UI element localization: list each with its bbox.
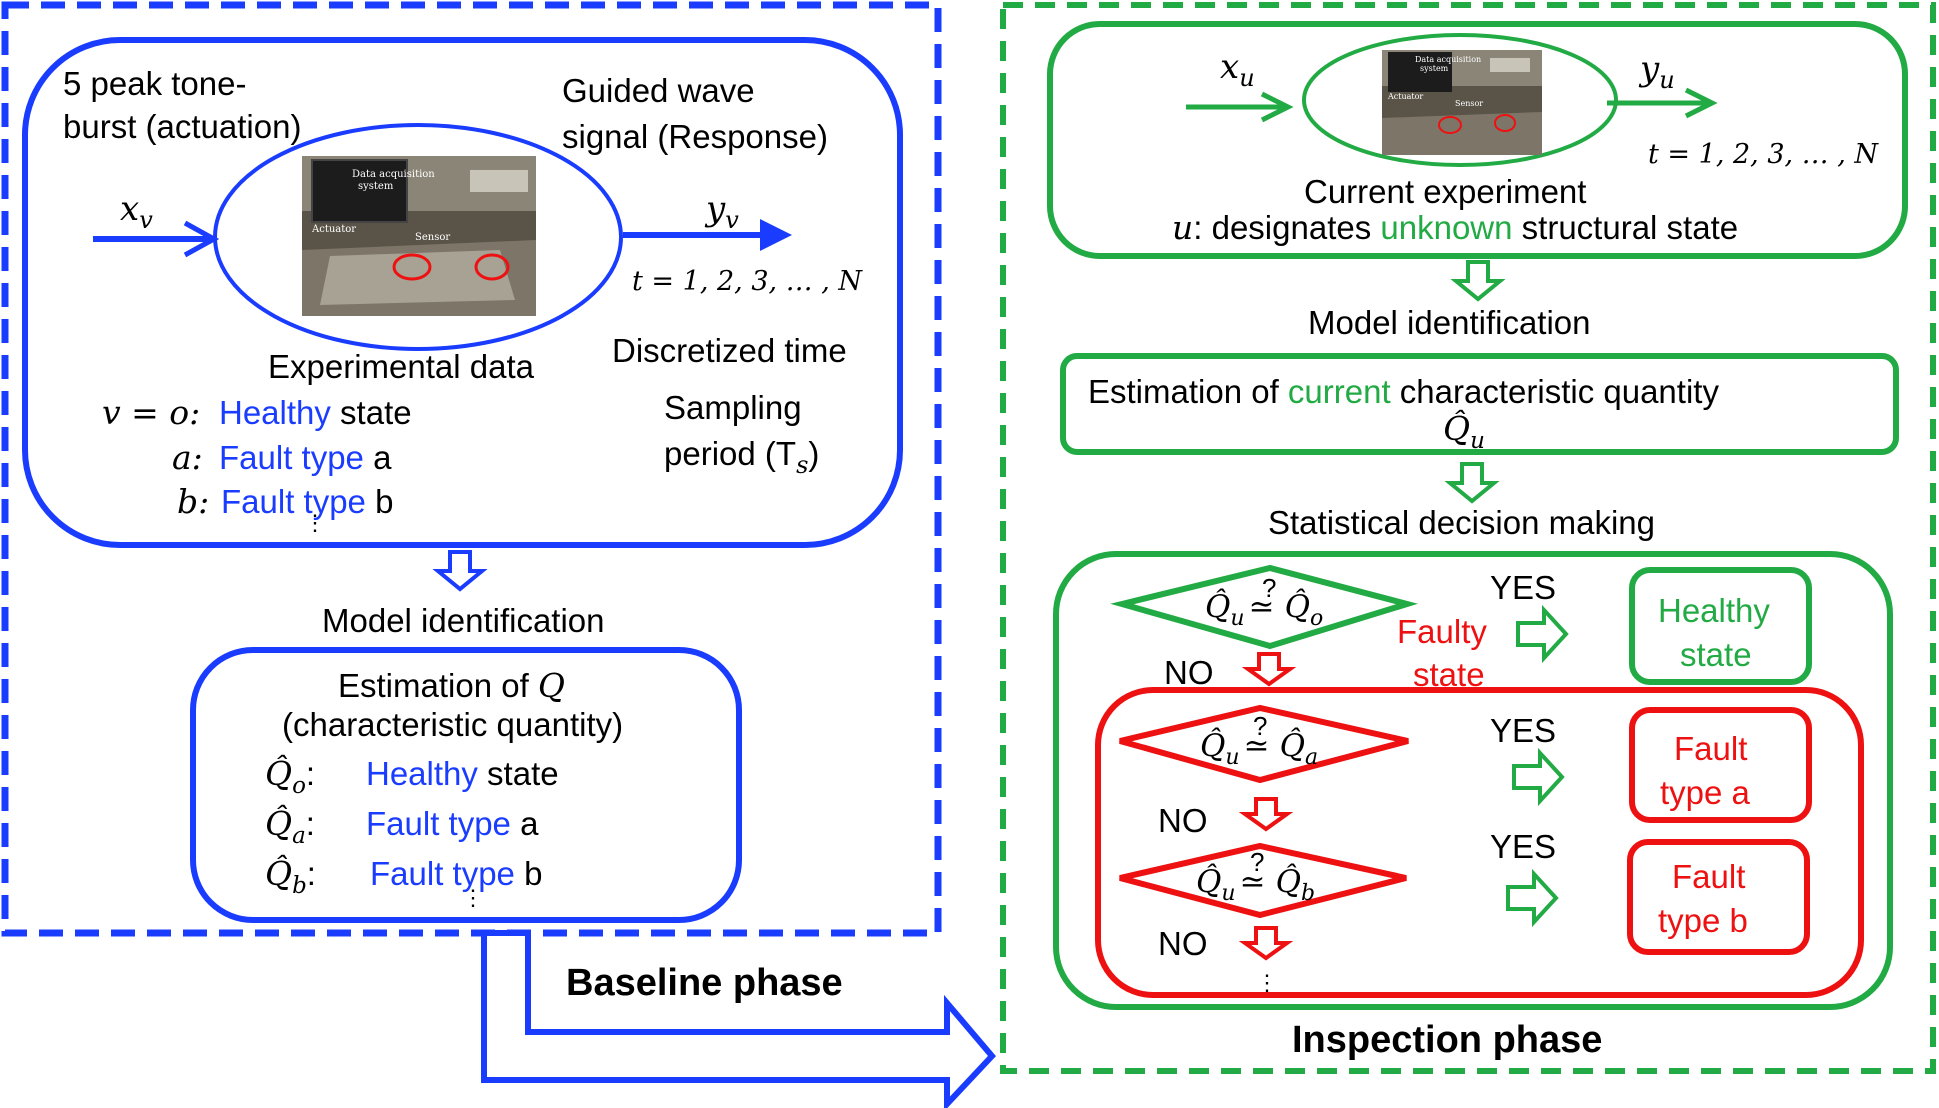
diamond3-expression: Q̂u≃Q̂b xyxy=(1196,862,1315,906)
no-arrow-1 xyxy=(1241,652,1297,687)
baseline-output-var: yv xyxy=(704,189,739,234)
phase-transition-arrow xyxy=(481,930,997,1108)
faulty-state-box xyxy=(1095,687,1864,998)
state-row: b:Fault type b xyxy=(177,482,393,521)
response-label-line2: signal (Response) xyxy=(562,118,828,155)
fault-b-output-line1: Fault xyxy=(1672,858,1745,895)
estimate-row: Q̂a:Fault type a xyxy=(265,803,539,849)
inspection-model-id-label: Model identification xyxy=(1308,304,1591,341)
fault-type-b-output-box xyxy=(1627,839,1810,955)
inspection-time-index: t = 1, 2, 3, … , N xyxy=(1648,139,1879,170)
svg-text:Actuator: Actuator xyxy=(311,224,356,235)
discretized-time-label: Discretized time xyxy=(612,332,847,369)
fault-a-output-line1: Fault xyxy=(1674,730,1747,767)
inspection-input-arrowhead xyxy=(1260,91,1294,123)
diamond1-expression: Q̂u≃Q̂o xyxy=(1205,587,1323,631)
decision-making-label: Statistical decision making xyxy=(1268,504,1655,541)
actuation-label-line2: burst (actuation) xyxy=(63,108,301,145)
response-label-line1: Guided wave xyxy=(562,72,755,109)
inspection-system-ellipse xyxy=(1302,33,1618,167)
experimental-data-label: Experimental data xyxy=(268,348,535,385)
baseline-experiment-photo: Data acquisition system Actuator Sensor xyxy=(302,156,536,316)
inspection-phase-label: Inspection phase xyxy=(1292,1019,1602,1061)
inspection-output-arrowhead xyxy=(1684,87,1718,119)
baseline-estimate-list: Q̂o:Healthy state Q̂a:Fault type a Q̂b:F… xyxy=(265,753,559,910)
baseline-experiment-box xyxy=(22,37,903,548)
healthy-comparison-diamond xyxy=(1110,564,1418,650)
baseline-state-list: v = o:Healthy state a:Fault type a b:Fau… xyxy=(102,393,412,535)
inspection-experiment-photo: Data acquisition system Actuator Sensor xyxy=(1382,50,1542,155)
inspection-input-var: xu xyxy=(1220,47,1255,92)
sampling-label-line2: period (Ts) xyxy=(664,435,819,479)
no-arrow-3 xyxy=(1238,926,1294,961)
inspection-phase-frame xyxy=(1000,2,1936,1074)
state-row: v = o:Healthy state xyxy=(102,393,412,432)
decision-ellipsis: ⋮ xyxy=(1256,970,1278,995)
svg-text:system: system xyxy=(1420,64,1449,73)
inspection-estimation-label: Estimation of current characteristic qua… xyxy=(1088,373,1719,410)
fault-a-output-line2: type a xyxy=(1660,774,1751,811)
baseline-input-var: xv xyxy=(120,189,153,234)
svg-text:Sensor: Sensor xyxy=(1455,99,1483,108)
diamond3-question-mark: ? xyxy=(1250,847,1264,877)
baseline-system-ellipse xyxy=(213,123,623,351)
inspection-estimation-box xyxy=(1060,353,1899,455)
no-arrow-2 xyxy=(1238,797,1294,832)
baseline-output-arrowhead xyxy=(760,219,792,251)
sampling-label-line1: Sampling xyxy=(664,389,802,426)
healthy-output-line1: Healthy xyxy=(1658,592,1770,629)
healthy-state-output-box xyxy=(1629,567,1812,685)
svg-text:Actuator: Actuator xyxy=(1387,92,1423,101)
inspection-down-arrow-1 xyxy=(1450,260,1506,302)
no-label-3: NO xyxy=(1158,925,1208,962)
faulty-state-label-line2: state xyxy=(1413,656,1485,693)
faulty-state-label-line1: Faulty xyxy=(1397,613,1487,650)
baseline-model-id-label: Model identification xyxy=(322,602,605,639)
no-label-1: NO xyxy=(1164,654,1214,691)
state-list-ellipsis: ⋮ xyxy=(304,510,326,535)
baseline-phase-frame xyxy=(1,1,942,937)
current-experiment-label: Current experiment xyxy=(1304,173,1586,210)
svg-text:Data acquisition: Data acquisition xyxy=(1415,55,1481,64)
unknown-state-label: u: designates unknown structural state xyxy=(1172,208,1738,247)
estimate-list-ellipsis: ⋮ xyxy=(462,885,484,910)
fault-b-comparison-diamond xyxy=(1119,842,1407,919)
fault-type-a-output-box xyxy=(1629,707,1812,823)
yes-label-1: YES xyxy=(1490,569,1556,606)
fault-a-comparison-diamond xyxy=(1119,704,1409,784)
svg-text:Data acquisition: Data acquisition xyxy=(352,169,435,180)
yes-label-3: YES xyxy=(1490,828,1556,865)
decision-box xyxy=(1053,551,1893,1010)
baseline-down-arrow xyxy=(432,550,488,592)
diamond2-question-mark: ? xyxy=(1253,711,1267,741)
svg-text:Sensor: Sensor xyxy=(415,232,450,243)
baseline-estimation-title: Estimation of Q xyxy=(338,666,565,705)
yes-arrow-2 xyxy=(1512,747,1565,807)
inspection-output-var: yu xyxy=(1638,49,1675,94)
inspection-experiment-box xyxy=(1047,21,1908,259)
baseline-estimation-box xyxy=(190,647,742,923)
state-row: a:Fault type a xyxy=(172,438,392,477)
fault-b-output-line2: type b xyxy=(1658,902,1748,939)
no-label-2: NO xyxy=(1158,802,1208,839)
actuation-label-line1: 5 peak tone- xyxy=(63,65,246,102)
inspection-down-arrow-2 xyxy=(1444,462,1500,504)
healthy-output-line2: state xyxy=(1680,636,1752,673)
diamond2-expression: Q̂u≃Q̂a xyxy=(1200,726,1318,770)
baseline-estimation-subtitle: (characteristic quantity) xyxy=(282,706,623,743)
inspection-estimation-var: Q̂u xyxy=(1443,408,1485,454)
svg-text:system: system xyxy=(358,181,394,192)
yes-label-2: YES xyxy=(1490,712,1556,749)
diamond1-question-mark: ? xyxy=(1262,573,1276,603)
yes-arrow-1 xyxy=(1516,604,1569,664)
baseline-phase-label: Baseline phase xyxy=(566,962,843,1004)
baseline-time-index: t = 1, 2, 3, … , N xyxy=(632,266,863,297)
estimate-row: Q̂o:Healthy state xyxy=(265,753,559,799)
estimate-row: Q̂b:Fault type b xyxy=(265,853,542,899)
yes-arrow-3 xyxy=(1506,868,1559,928)
